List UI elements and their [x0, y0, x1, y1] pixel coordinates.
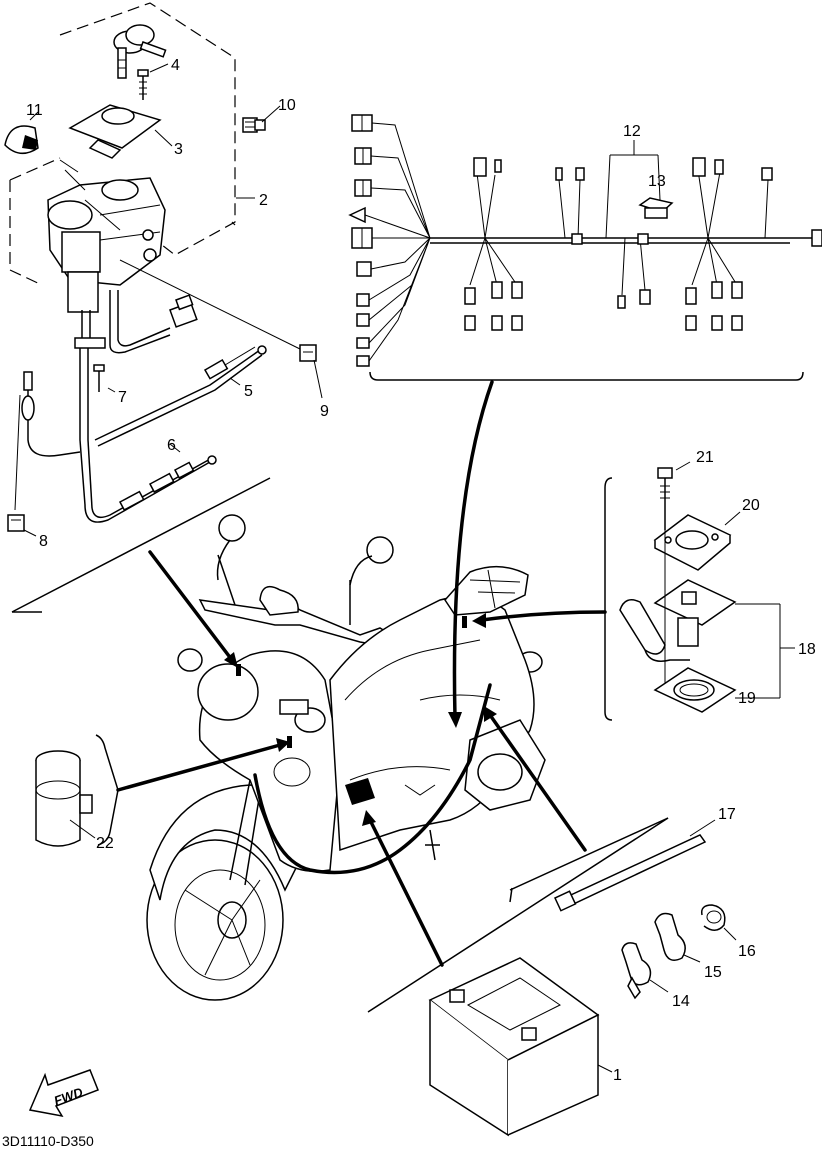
callout-21: 21	[696, 449, 714, 466]
rear-rack	[444, 566, 529, 616]
switch-shaft	[74, 310, 106, 440]
band-and-clamps-group	[554, 819, 737, 1000]
callout-8: 8	[39, 533, 48, 550]
lead-wire-part-8	[7, 371, 81, 532]
main-switch-body	[47, 159, 166, 313]
gasket-part-19	[653, 667, 768, 713]
fuse-part-13	[638, 197, 674, 219]
callout-18: 18	[798, 641, 816, 658]
front-wheel	[146, 839, 284, 1001]
battery-part-1	[367, 817, 669, 1137]
main-switch-assembly-group	[4, 2, 323, 613]
callout-3: 3	[174, 141, 183, 158]
battery-bracket-line	[367, 817, 669, 1013]
callout-4: 4	[171, 57, 180, 74]
scooter-illustration	[146, 514, 546, 1001]
band-part-17	[554, 819, 716, 912]
callout-9: 9	[320, 403, 329, 420]
callout-14: 14	[672, 993, 690, 1010]
switch-lead-wires	[109, 290, 198, 354]
battery-location-marker	[345, 778, 375, 805]
keys-illustration	[113, 24, 167, 79]
callout-19: 19	[738, 690, 756, 707]
harness-bracket-line	[369, 371, 804, 381]
callout-12: 12	[623, 123, 641, 140]
callout-17: 17	[718, 806, 736, 823]
callout-10: 10	[278, 97, 296, 114]
cable-part-6	[79, 439, 217, 523]
fuel-sender-group	[604, 461, 795, 721]
cover-plate-part-3	[68, 104, 162, 159]
bolt-part-21	[657, 461, 691, 530]
plate-part-20	[653, 511, 741, 571]
harness-branch-b	[555, 167, 651, 309]
callout-1: 1	[613, 1067, 622, 1084]
callout-6: 6	[167, 437, 176, 454]
callout-16: 16	[738, 943, 756, 960]
assembly-bracket-line	[11, 477, 271, 613]
callout-22: 22	[96, 835, 114, 852]
leader-lines-assembly	[23, 63, 323, 537]
screw-part-7	[93, 364, 105, 392]
callout-labels: 1 2 3 4 5 6 7 8 9 10 11 12 13 14 15 16 1…	[26, 57, 816, 1084]
lock-cap-part-11	[4, 125, 39, 154]
drawing-code: 3D11110-D350	[2, 1133, 94, 1149]
fuel-sender-part-18	[619, 530, 737, 685]
bolt-part-10	[242, 117, 266, 133]
callout-5: 5	[244, 383, 253, 400]
callout-2: 2	[259, 192, 268, 209]
clamp-part-14	[621, 942, 669, 1000]
fuel-sender-bracket-line	[604, 477, 613, 721]
flasher-relay-part-22	[35, 734, 119, 847]
harness-left-connectors	[348, 114, 431, 367]
callout-11: 11	[26, 102, 43, 119]
harness-branch-c	[685, 157, 773, 331]
headlight	[197, 663, 259, 721]
assembly-dashed-outline	[9, 157, 61, 286]
wire-harness-group	[348, 114, 822, 381]
callout-bracket-18	[735, 603, 795, 699]
callout-bracket-12	[605, 140, 661, 239]
harness-routing-line	[253, 683, 492, 875]
pointer-arrows	[116, 380, 607, 967]
callout-20: 20	[742, 497, 760, 514]
screw-part-9	[119, 259, 317, 362]
callout-15: 15	[704, 964, 722, 981]
fuel-sender-location-marker	[462, 616, 467, 628]
screw-part-4	[137, 69, 149, 100]
key-group-dashed-outline	[59, 2, 236, 256]
fwd-arrow-icon: FWD	[28, 1069, 99, 1118]
flasher-relay-location-marker	[236, 664, 241, 676]
clamp-part-16	[700, 904, 737, 941]
cable-part-5	[94, 345, 267, 447]
callout-13: 13	[648, 173, 666, 190]
clamp-part-15	[654, 912, 701, 963]
harness-branch-a	[464, 157, 523, 331]
callout-7: 7	[118, 389, 127, 406]
